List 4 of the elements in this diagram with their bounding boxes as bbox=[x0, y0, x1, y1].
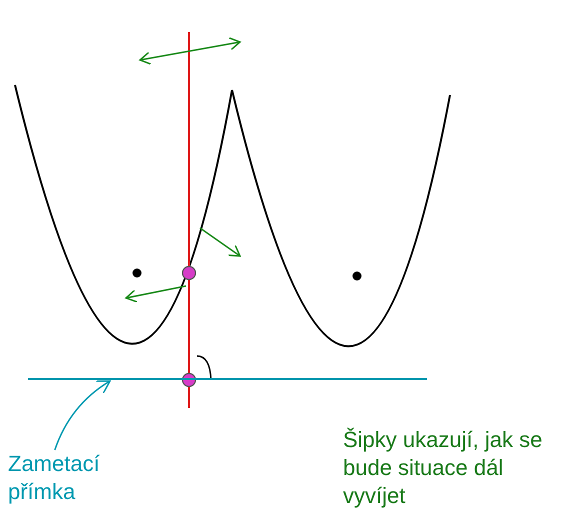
callout-label: Zametací přímka bbox=[8, 450, 138, 506]
sweep-line bbox=[28, 378, 427, 380]
note-text: Šipky ukazují, jak se bude situace dál vyvíjet bbox=[343, 426, 544, 510]
leader-arrow bbox=[54, 380, 111, 450]
